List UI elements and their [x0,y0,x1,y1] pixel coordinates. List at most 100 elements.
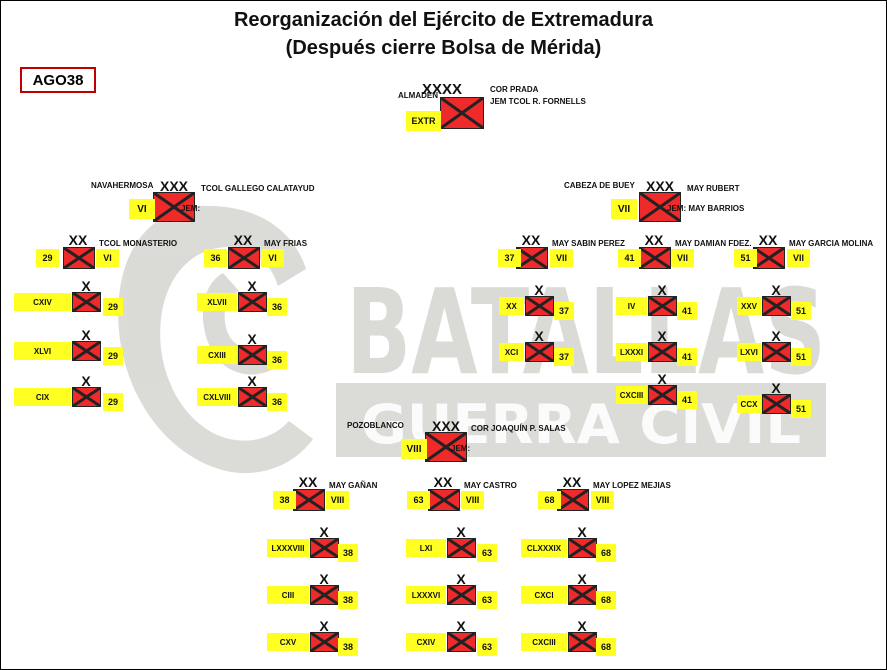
division-63-brigade-lxi-label: LXI [406,539,446,557]
division-37-corps-label: VII [550,249,573,267]
division-36-symbol [228,247,260,269]
division-36-brigade-xlvii-label: XLVII [197,293,237,311]
division-63-number-label: 63 [407,491,430,509]
division-38-brigade-ciii-division-label: 38 [338,591,358,609]
division-37-brigade-xci-label: XCI [499,343,524,361]
division-37-brigade-xci-division-label: 37 [554,348,574,366]
division-68-echelon: XX [562,474,582,490]
division-68-brigade-clxxxix-echelon: X [577,524,587,540]
date-tag: AGO38 [20,67,96,93]
division-29-brigade-xlvi-symbol [72,341,101,361]
division-36-brigade-cxlviii-symbol [238,387,267,407]
division-63-brigade-lxi-symbol [447,538,476,558]
division-36-brigade-cxiii-echelon: X [247,331,257,347]
division-41-brigade-iv-division-label: 41 [677,302,697,320]
division-36-brigade-cxlviii-echelon: X [247,373,257,389]
division-41-brigade-iv-label: IV [616,297,647,315]
division-37-number-label: 37 [498,249,521,267]
division-41-brigade-lxxxi-label: LXXXI [616,343,647,361]
corps-viii-id-label: VIII [401,439,427,459]
division-29-brigade-cxiv-symbol [72,292,101,312]
division-29-brigade-cix-echelon: X [81,373,91,389]
division-41-echelon: XX [644,232,664,248]
corps-vi-echelon: XXX [159,178,188,194]
division-37-brigade-xx-symbol [525,296,554,316]
division-51-brigade-lxvi-division-label: 51 [791,348,811,366]
corps-viii-jem: JEM: [451,444,471,453]
division-41-brigade-cxciii-echelon: X [657,371,667,387]
division-38-brigade-cxv-division-label: 38 [338,638,358,656]
division-41-commander: MAY DAMIAN FDEZ. [675,239,752,248]
chart-title-line1: Reorganización del Ejército de Extremadu… [233,9,653,31]
division-51-brigade-xxv-echelon: X [771,282,781,298]
division-29-brigade-cxiv-label: CXIV [14,293,71,311]
division-41-brigade-cxciii-division-label: 41 [677,391,697,409]
corps-vii-id-label: VII [611,199,637,219]
division-29-brigade-cxiv-division-label: 29 [103,298,123,316]
division-63-brigade-lxxxvi-label: LXXXVI [406,586,446,604]
division-68-brigade-clxxxix-label: CLXXXIX [521,539,567,557]
division-37-commander: MAY SABIN PEREZ [552,239,625,248]
division-36-brigade-cxlviii-division-label: 36 [267,393,287,411]
army-id-label: EXTR [406,111,441,131]
corps-vi-symbol [153,192,195,222]
division-63-brigade-lxi-division-label: 63 [477,544,497,562]
division-29-brigade-cxiv-echelon: X [81,278,91,294]
division-29-corps-label: VI [96,249,119,267]
division-41-brigade-cxciii-label: CXCIII [616,386,647,404]
division-37-brigade-xx-division-label: 37 [554,302,574,320]
division-36-brigade-xlvii-division-label: 36 [267,298,287,316]
division-37-brigade-xx-echelon: X [534,282,544,298]
division-29-brigade-xlvi-echelon: X [81,327,91,343]
division-41-brigade-lxxxi-echelon: X [657,328,667,344]
division-38-brigade-lxxxviii-label: LXXXVIII [267,539,309,557]
division-51-corps-label: VII [787,249,810,267]
division-29-echelon: XX [68,232,88,248]
division-68-brigade-cxciii-symbol [568,632,597,652]
division-36-corps-label: VI [261,249,284,267]
division-36-number-label: 36 [204,249,227,267]
division-37-symbol [516,247,548,269]
division-51-brigade-lxvi-symbol [762,342,791,362]
division-51-brigade-xxv-symbol [762,296,791,316]
division-68-brigade-cxciii-echelon: X [577,618,587,634]
division-38-brigade-lxxxviii-division-label: 38 [338,544,358,562]
division-63-brigade-cxiv-label: CXIV [406,633,446,651]
division-51-brigade-xxv-division-label: 51 [791,302,811,320]
corps-vi-jem: JEM: [181,204,201,213]
division-68-number-label: 68 [538,491,561,509]
division-41-brigade-lxxxi-division-label: 41 [677,348,697,366]
division-51-brigade-ccx-label: CCX [737,395,761,413]
division-38-brigade-cxv-symbol [310,632,339,652]
division-63-brigade-lxi-echelon: X [456,524,466,540]
division-38-corps-label: VIII [326,491,349,509]
division-37-brigade-xx-label: XX [499,297,524,315]
division-38-brigade-lxxxviii-echelon: X [319,524,329,540]
corps-vii-commander: MAY RUBERT [687,184,740,193]
division-63-brigade-lxxxvi-echelon: X [456,571,466,587]
corps-viii-commander: COR JOAQUÍN P. SALAS [471,424,566,433]
division-68-brigade-cxci-label: CXCI [521,586,567,604]
division-41-brigade-cxciii-symbol [648,385,677,405]
division-51-brigade-lxvi-label: LXVI [737,343,761,361]
division-37-brigade-xci-echelon: X [534,328,544,344]
army-chief-of-staff: JEM TCOL R. FORNELLS [490,97,586,106]
army-location: ALMADEN [398,91,438,100]
division-41-number-label: 41 [618,249,641,267]
division-51-brigade-ccx-division-label: 51 [791,400,811,418]
division-68-brigade-cxci-symbol [568,585,597,605]
division-38-brigade-ciii-echelon: X [319,571,329,587]
division-38-commander: MAY GAÑAN [329,481,378,490]
corps-vii-symbol [639,192,681,222]
division-68-corps-label: VIII [591,491,614,509]
division-36-brigade-cxiii-label: CXIII [197,346,237,364]
corps-vii-jem: JEM: MAY BARRIOS [667,204,745,213]
division-36-brigade-cxiii-division-label: 36 [267,351,287,369]
corps-vi-location: NAVAHERMOSA [91,181,154,190]
division-51-commander: MAY GARCIA MOLINA [789,239,874,248]
division-68-brigade-cxciii-division-label: 68 [596,638,616,656]
division-51-number-label: 51 [734,249,757,267]
division-51-brigade-ccx-symbol [762,394,791,414]
corps-viii-location: POZOBLANCO [347,421,404,430]
division-38-brigade-ciii-label: CIII [267,586,309,604]
